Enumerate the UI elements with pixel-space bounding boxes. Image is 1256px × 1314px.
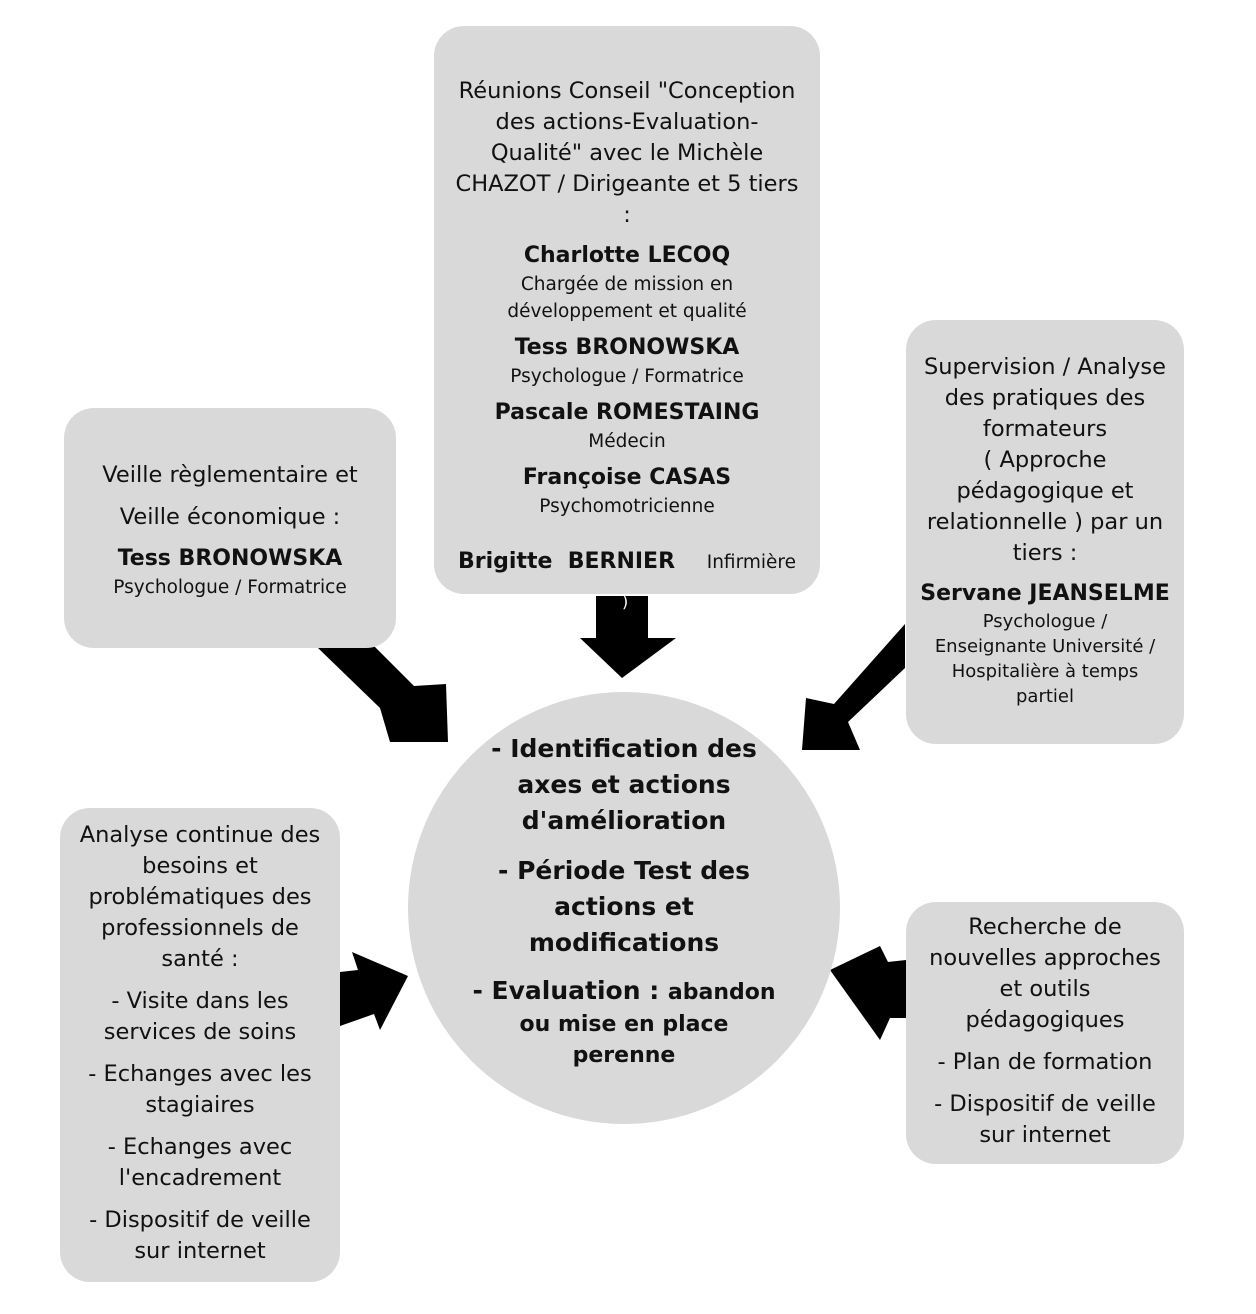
person-role-bronowska-watch: Psychologue / Formatrice	[113, 577, 347, 598]
research-bullet: - Dispositif de veille sur internet	[906, 1089, 1184, 1151]
analysis-bullet-line: stagiaires	[145, 1092, 255, 1118]
evaluation-tail: abandon	[667, 980, 776, 1005]
person-name-bernier: Brigitte BERNIER	[458, 549, 676, 574]
stray-mark: )	[622, 592, 629, 611]
arrow-top-down	[580, 596, 676, 678]
analysis-line: besoins et	[142, 853, 258, 879]
right-bottom-box-research: Recherche de nouvelles approches et outils…	[906, 902, 1184, 1164]
evaluation-lead: - Evaluation :	[472, 976, 668, 1005]
arrow-upper-left	[318, 640, 448, 742]
left-bottom-box-bullets: - Visite dans les services de soins - Echa…	[60, 986, 340, 1267]
supervisor-role-line: partiel	[1016, 686, 1074, 707]
center-item-evaluation: - Evaluation : abandon ou mise en place p…	[472, 973, 775, 1071]
person-name: Tess BRONOWSKA	[514, 335, 740, 360]
top-box-council-meetings: Réunions Conseil "Conception des actions-…	[434, 26, 820, 611]
analysis-bullet-line: l'encadrement	[118, 1165, 282, 1191]
test-period-line: - Période Test des	[498, 856, 750, 885]
analysis-bullet-line: services de soins	[103, 1019, 297, 1045]
top-box-title: Réunions Conseil "Conception des actions-…	[434, 76, 820, 231]
analysis-line: santé :	[161, 946, 239, 972]
supervision-line: des pratiques des	[944, 385, 1146, 411]
analysis-line: professionnels de	[101, 915, 299, 941]
center-item-identification: - Identification des axes et actions d'amé…	[491, 731, 757, 839]
title-line: Qualité" avec le Michèle	[490, 140, 764, 166]
title-line: des actions-Evaluation-	[495, 109, 759, 135]
right-top-box-lines: Supervision / Analyse des pratiques des fo…	[906, 352, 1184, 569]
research-line: nouvelles approches	[929, 945, 1161, 971]
arrow-lower-right	[830, 946, 906, 1040]
person-name: Charlotte LECOQ	[523, 243, 731, 268]
supervision-line: pédagogique et	[956, 478, 1134, 504]
person-entry: Charlotte LECOQ Chargée de mission en déve…	[434, 241, 820, 325]
right-bottom-box-lines: Recherche de nouvelles approches et outils…	[906, 912, 1184, 1036]
analysis-bullet: - Dispositif de veille sur internet	[60, 1205, 340, 1267]
identification-line: - Identification des	[491, 734, 757, 763]
center-circle-improvement: - Identification des axes et actions d'amé…	[408, 692, 840, 1124]
research-bullet-line: sur internet	[979, 1122, 1111, 1148]
person-role: Psychomotricienne	[539, 496, 715, 517]
person-role: Médecin	[588, 431, 666, 452]
person-name-bronowska-watch: Tess BRONOWSKA	[117, 546, 343, 571]
test-period-line: modifications	[528, 928, 720, 957]
left-top-box-watch: Veille règlementaire et Veille économique…	[64, 408, 396, 648]
research-line: et outils	[999, 976, 1091, 1002]
test-period-line: actions et	[554, 892, 694, 921]
watch-line: Veille règlementaire et	[102, 462, 358, 488]
analysis-bullet-line: sur internet	[134, 1238, 266, 1264]
research-bullet-line: - Plan de formation	[937, 1049, 1153, 1075]
title-line: :	[623, 202, 631, 228]
person-entry: Pascale ROMESTAING Médecin	[434, 398, 820, 455]
supervisor-role-line: Hospitalière à temps	[951, 661, 1139, 682]
research-bullet: - Plan de formation	[906, 1047, 1184, 1078]
analysis-bullet-line: - Echanges avec	[107, 1134, 293, 1160]
analysis-bullet: - Visite dans les services de soins	[60, 986, 340, 1048]
person-entry: Tess BRONOWSKA Psychologue / Formatrice	[434, 333, 820, 390]
analysis-bullet-line: - Echanges avec les	[88, 1061, 312, 1087]
person-role-bernier: Infirmière	[706, 552, 796, 573]
right-top-box-supervision: Supervision / Analyse des pratiques des fo…	[906, 320, 1184, 744]
person-role: développement et qualité	[507, 301, 747, 322]
watch-line: Veille économique :	[119, 504, 341, 530]
analysis-bullet: - Echanges avec l'encadrement	[60, 1132, 340, 1194]
person-name-jeanselme: Servane JEANSELME	[920, 581, 1170, 606]
top-box-people: Charlotte LECOQ Chargée de mission en déve…	[434, 241, 820, 520]
analysis-bullet: - Echanges avec les stagiaires	[60, 1059, 340, 1121]
analysis-line: Analyse continue des	[79, 822, 321, 848]
analysis-bullet-line: - Visite dans les	[111, 988, 289, 1014]
person-name: Pascale ROMESTAING	[494, 400, 760, 425]
evaluation-rest-line: ou mise en place	[519, 1012, 729, 1037]
title-line: Réunions Conseil "Conception	[458, 78, 796, 104]
evaluation-rest-line: perenne	[572, 1043, 676, 1068]
analysis-bullet-line: - Dispositif de veille	[89, 1207, 311, 1233]
left-bottom-box-analysis: Analyse continue des besoins et problémati…	[60, 808, 340, 1282]
person-role: Chargée de mission en	[520, 274, 734, 295]
supervision-line: Supervision / Analyse	[924, 354, 1166, 380]
research-line: pédagogiques	[965, 1007, 1125, 1033]
supervisor-role-line: Psychologue /	[982, 611, 1108, 632]
supervision-line: tiers :	[1012, 540, 1078, 566]
top-box-last-person: Brigitte BERNIER Infirmière	[458, 547, 796, 577]
arrow-lower-left	[340, 952, 408, 1030]
supervisor-role-line: Enseignante Université /	[934, 636, 1156, 657]
title-line: CHAZOT / Dirigeante et 5 tiers	[455, 171, 799, 197]
evaluation-rest: ou mise en place perenne	[472, 1009, 775, 1071]
person-entry: Françoise CASAS Psychomotricienne	[434, 463, 820, 520]
supervision-line: formateurs	[982, 416, 1108, 442]
identification-line: d'amélioration	[521, 806, 727, 835]
center-item-test-period: - Période Test des actions et modification…	[498, 853, 750, 961]
supervision-line: ( Approche	[983, 447, 1107, 473]
analysis-line: problématiques des	[88, 884, 312, 910]
left-top-box-lines: Veille règlementaire et Veille économique…	[64, 454, 396, 538]
person-name: Françoise CASAS	[522, 465, 732, 490]
person-role: Psychologue / Formatrice	[510, 366, 744, 387]
person-role-jeanselme: Psychologue / Enseignante Université / Hos…	[906, 609, 1184, 709]
supervision-line: relationnelle ) par un	[926, 509, 1164, 535]
research-line: Recherche de	[968, 914, 1122, 940]
identification-line: axes et actions	[517, 770, 731, 799]
left-bottom-box-lines: Analyse continue des besoins et problémati…	[60, 820, 340, 975]
right-bottom-box-bullets: - Plan de formation - Dispositif de veill…	[906, 1047, 1184, 1151]
research-bullet-line: - Dispositif de veille	[934, 1091, 1156, 1117]
arrow-upper-right	[802, 624, 905, 750]
